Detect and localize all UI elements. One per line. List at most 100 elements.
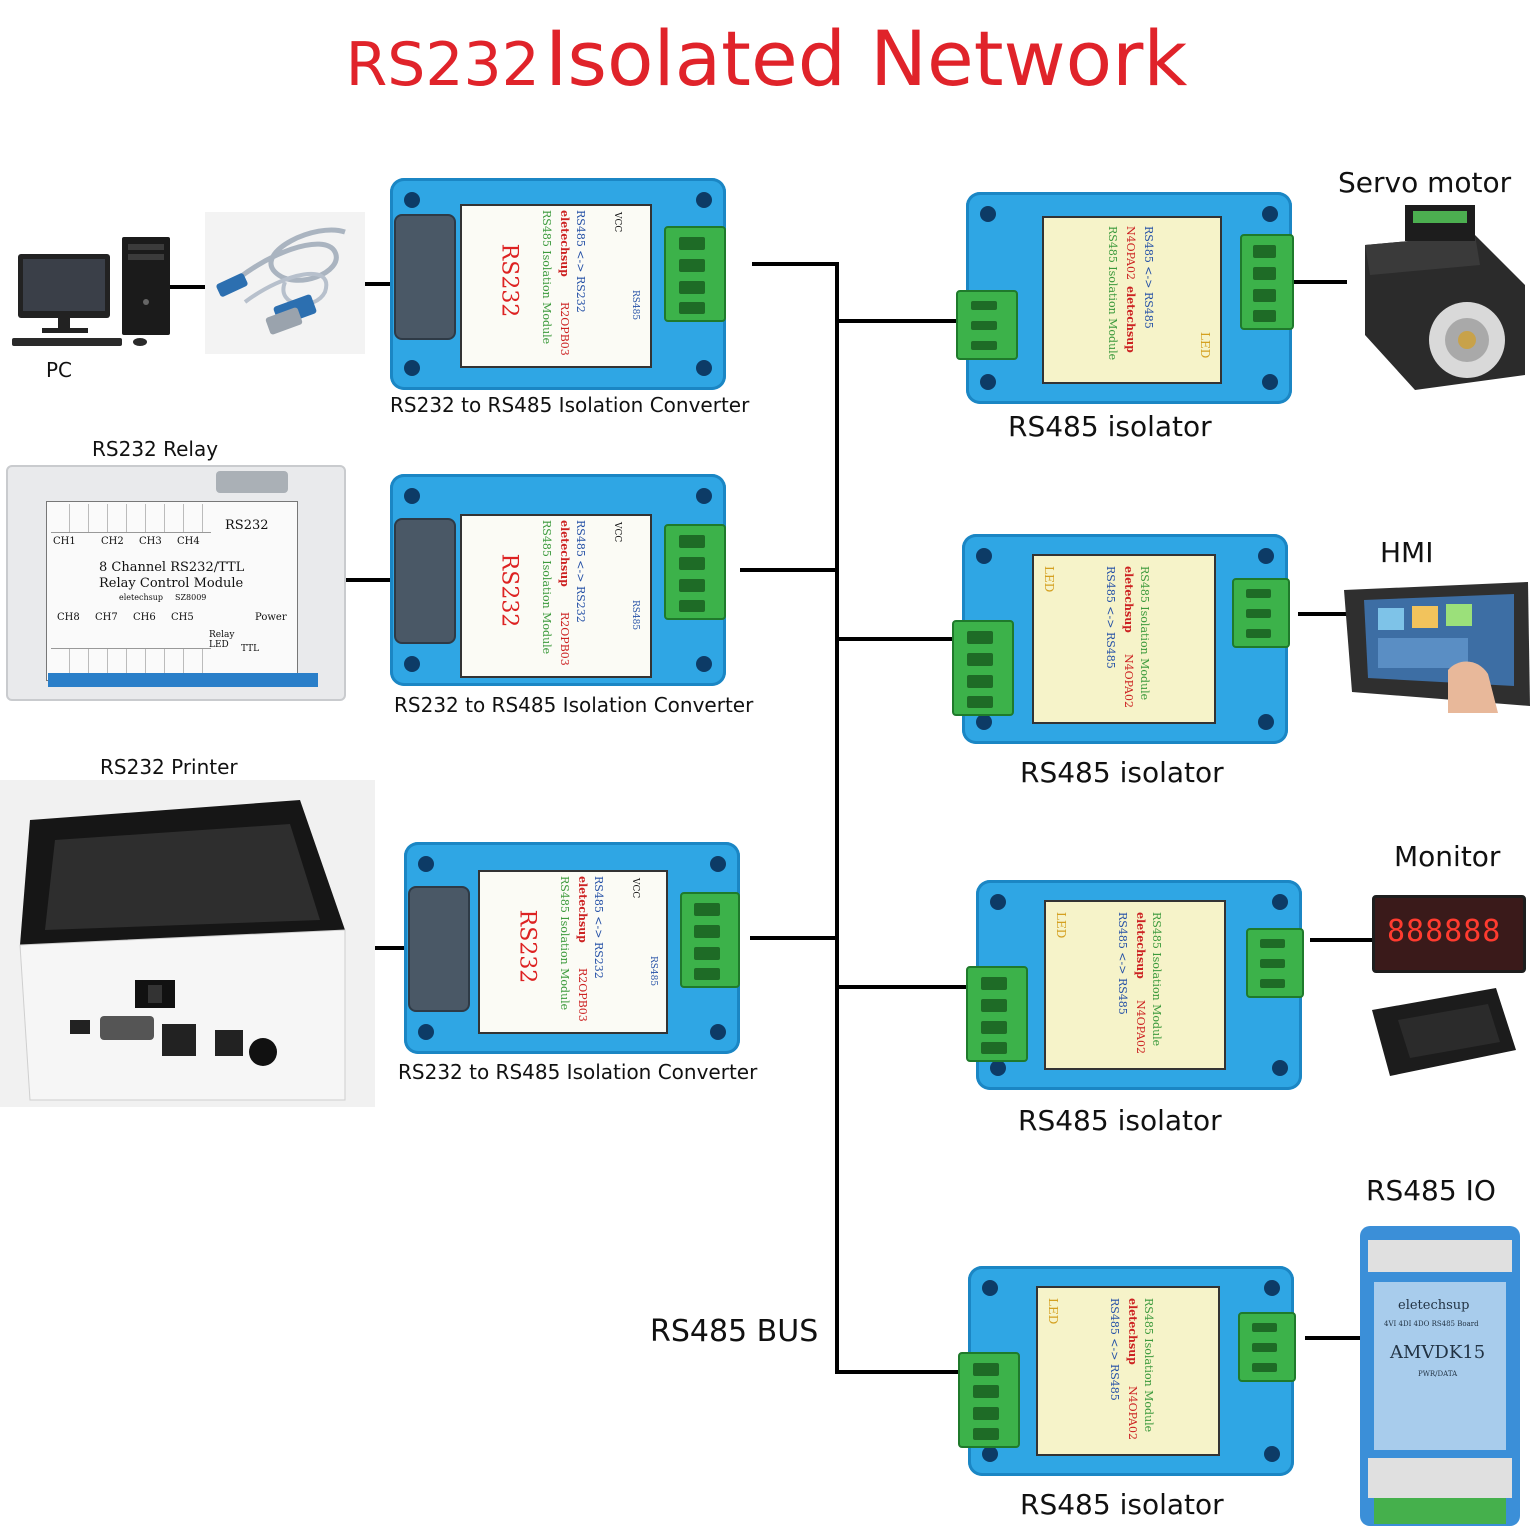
relay-brand-text: eletechsup	[119, 593, 163, 602]
relay-ch8: CH8	[57, 612, 80, 623]
isolator-4: RS485 Isolation Module eletechsup N4OPA0…	[958, 1266, 1296, 1476]
wire-isolator2	[838, 637, 958, 641]
isolator-1-conv: RS485 <-> RS485	[1142, 226, 1155, 329]
io-terminal-top	[1368, 1240, 1512, 1272]
wire-converter1	[752, 262, 838, 266]
io-module: eletechsup 4VI 4DI 4DO RS485 Board AMVDK…	[1360, 1226, 1520, 1526]
converter-3-rs232-text: RS232	[514, 909, 540, 984]
converter-1-conv: RS485 <-> RS232	[574, 210, 587, 313]
converter-2-model: R2OPB03	[558, 612, 571, 666]
bus-vertical-line	[835, 262, 839, 1374]
converter-3-conv: RS485 <-> RS232	[592, 876, 605, 979]
converter-3-model: R2OPB03	[576, 968, 589, 1022]
isolator-2-model-line: RS485 Isolation Module	[1138, 566, 1151, 701]
relay-label-panel: CH1 RS232 CH2 CH3 CH4 8 Channel RS232/TT…	[46, 501, 298, 681]
pc-device	[10, 232, 175, 350]
monitor-display-panel	[1368, 984, 1518, 1082]
isolator-3: RS485 Isolation Module eletechsup N4OPA0…	[966, 880, 1304, 1090]
converter-2-conv: RS485 <-> RS232	[574, 520, 587, 623]
converter-3-vcc: VCC	[630, 878, 640, 899]
relay-model-text: SZ8009	[175, 593, 207, 602]
isolator-4-brand: eletechsup	[1126, 1298, 1139, 1365]
converter-3-brand: eletechsup	[576, 876, 589, 943]
io-led-text: PWR/DATA	[1418, 1370, 1458, 1378]
isolator-3-terminal-left	[966, 966, 1028, 1062]
isolator-2: RS485 Isolation Module eletechsup N4OPA0…	[952, 534, 1290, 744]
io-label-panel: eletechsup 4VI 4DI 4DO RS485 Board AMVDK…	[1374, 1282, 1506, 1450]
isolator-1-terminal-right	[1240, 234, 1294, 330]
converter-1-terminal	[664, 226, 726, 322]
io-connector-bottom	[1374, 1498, 1506, 1524]
isolator-3-label-panel: RS485 Isolation Module eletechsup N4OPA0…	[1044, 900, 1226, 1070]
relay-ch2: CH2	[101, 536, 124, 547]
isolator-4-led: LED	[1046, 1298, 1060, 1325]
converter-3-model-line: RS485 Isolation Module	[558, 876, 571, 1011]
io-terminal-bottom	[1368, 1458, 1512, 1498]
wire-converter3	[750, 936, 838, 940]
converter-1-rs485: RS485	[630, 290, 640, 321]
isolator-1: RS485 Isolation Module eletechsup N4OPA0…	[956, 192, 1294, 404]
isolator-3-brand: eletechsup	[1134, 912, 1147, 979]
relay-subtitle-text: Relay Control Module	[99, 576, 244, 591]
servo-motor	[1355, 205, 1533, 395]
relay-label: RS232 Relay	[92, 437, 219, 461]
relay-ch3: CH3	[139, 536, 162, 547]
converter-1-db9	[394, 214, 456, 340]
converter-1-label-panel: RS232 RS485 Isolation Module eletechsup …	[460, 204, 652, 368]
relay-ttl-text: TTL	[241, 644, 260, 654]
isolator-1-model: N4OPA02	[1124, 226, 1137, 280]
monitor-display-red: 888888	[1372, 895, 1526, 973]
converter-3-terminal	[680, 892, 740, 988]
converter-2-label: RS232 to RS485 Isolation Converter	[394, 693, 754, 717]
relay-grid-bottom	[51, 648, 211, 677]
isolator-4-terminal-left	[958, 1352, 1020, 1448]
wire-pc-cable	[170, 285, 210, 289]
wire-isolator4	[838, 1370, 960, 1374]
title-prefix: RS232	[345, 30, 540, 100]
converter-2-rs485: RS485	[630, 600, 640, 631]
relay-module: CH1 RS232 CH2 CH3 CH4 8 Channel RS232/TT…	[6, 465, 346, 701]
isolator-1-terminal-left	[956, 290, 1018, 360]
wire-cable-converter1	[362, 282, 394, 286]
isolator-1-brand: eletechsup	[1124, 286, 1137, 353]
title-main: Isolated Network	[544, 14, 1188, 103]
isolator-4-label-panel: RS485 Isolation Module eletechsup N4OPA0…	[1036, 1286, 1220, 1456]
isolator-2-model: N4OPA02	[1122, 654, 1135, 708]
converter-1-brand: eletechsup	[558, 210, 571, 277]
wire-isolator4-io	[1305, 1336, 1363, 1340]
isolator-2-conv: RS485 <-> RS485	[1104, 566, 1117, 669]
converter-3-db9	[408, 886, 470, 1012]
wire-printer-converter3	[356, 946, 408, 950]
hmi-label: HMI	[1380, 536, 1434, 569]
relay-terminal-strip	[48, 673, 318, 687]
converter-1-vcc: VCC	[612, 212, 622, 233]
converter-2-label-panel: RS232 RS485 Isolation Module eletechsup …	[460, 514, 652, 678]
relay-ch6: CH6	[133, 612, 156, 623]
isolator-4-model-line: RS485 Isolation Module	[1142, 1298, 1155, 1433]
io-brand-text: eletechsup	[1398, 1298, 1470, 1313]
isolator-4-terminal-right	[1238, 1312, 1296, 1382]
wire-isolator1-servo	[1285, 280, 1347, 284]
isolator-2-terminal-left	[952, 620, 1014, 716]
isolator-1-model-line: RS485 Isolation Module	[1106, 226, 1119, 361]
relay-title-text: 8 Channel RS232/TTL	[99, 560, 245, 575]
converter-1-rs232-text: RS232	[496, 243, 522, 318]
isolator-3-label: RS485 isolator	[1018, 1104, 1222, 1137]
converter-2-terminal	[664, 524, 726, 620]
isolator-4-label: RS485 isolator	[1020, 1488, 1224, 1521]
bus-label: RS485 BUS	[650, 1314, 819, 1349]
relay-ch7: CH7	[95, 612, 118, 623]
converter-1-label: RS232 to RS485 Isolation Converter	[390, 393, 750, 417]
wire-isolator3-monitor	[1310, 938, 1372, 942]
relay-grid-top	[51, 504, 211, 533]
wire-isolator1	[838, 319, 958, 323]
converter-3-rs485: RS485	[648, 956, 658, 987]
converter-3-label: RS232 to RS485 Isolation Converter	[398, 1060, 758, 1084]
wire-converter2	[740, 568, 838, 572]
isolator-2-label: RS485 isolator	[1020, 756, 1224, 789]
converter-2-vcc: VCC	[612, 522, 622, 543]
isolator-3-led: LED	[1054, 912, 1068, 939]
isolator-1-led: LED	[1198, 332, 1212, 359]
isolator-3-conv: RS485 <-> RS485	[1116, 912, 1129, 1015]
relay-db9-port	[216, 471, 288, 493]
